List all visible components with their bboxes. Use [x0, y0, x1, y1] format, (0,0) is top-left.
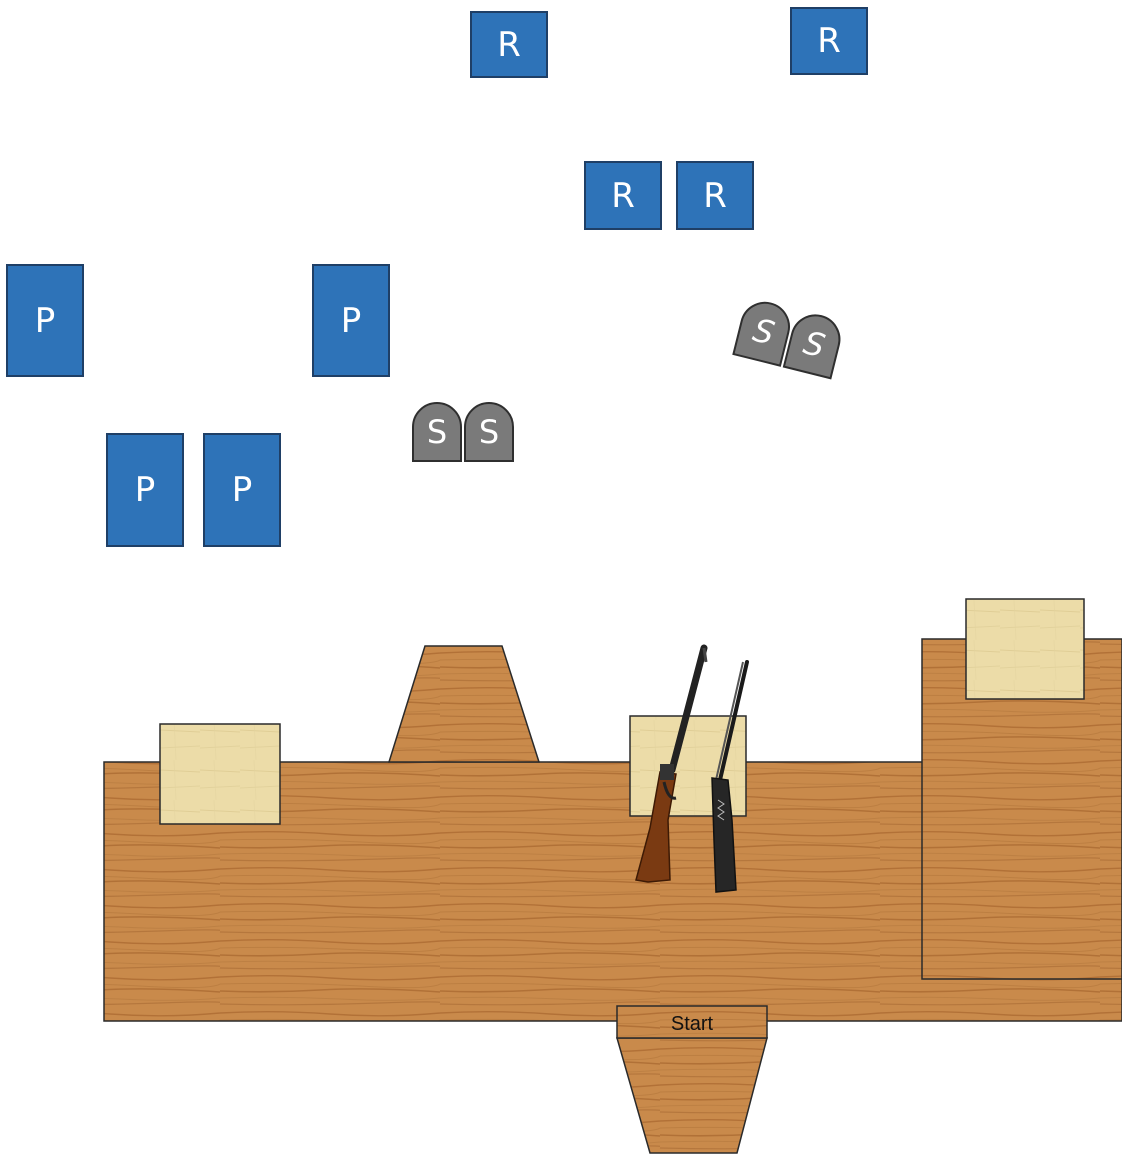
top-bay	[389, 646, 539, 762]
parchment-table-3	[966, 599, 1084, 699]
start-ramp	[617, 1038, 767, 1153]
start-label: Start	[671, 1013, 714, 1035]
parchment-table-1	[160, 724, 280, 824]
